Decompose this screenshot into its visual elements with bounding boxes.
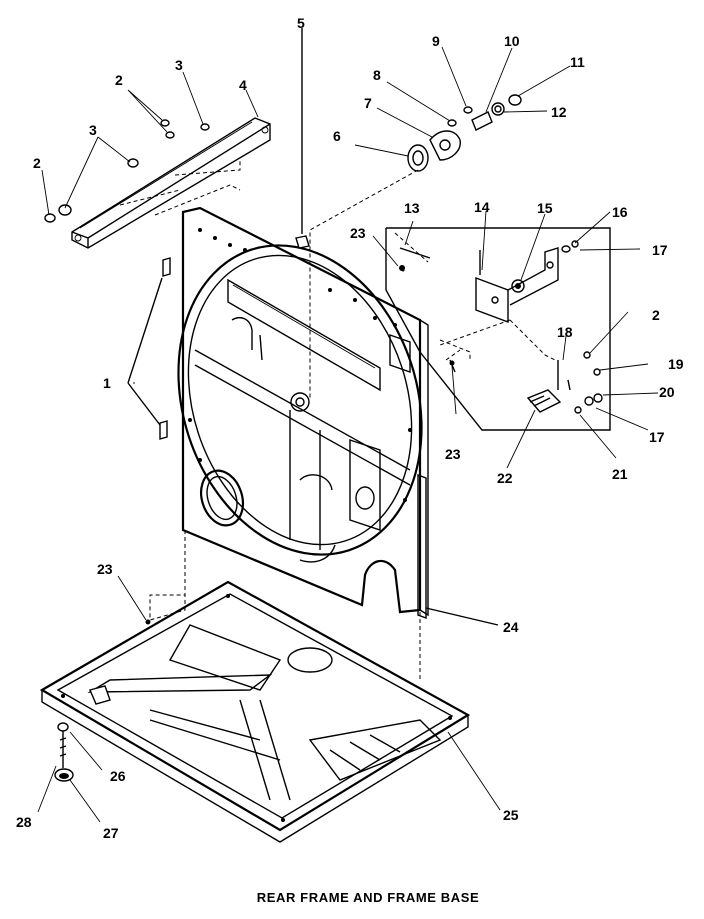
callout-23a: 23 [350, 225, 366, 241]
callout-3b: 3 [175, 57, 183, 73]
bracket-screws [44, 119, 210, 223]
callout-13: 13 [404, 200, 420, 216]
leader-lines [41, 71, 259, 384]
block-part-5 [295, 28, 310, 249]
terminal-assembly [372, 210, 659, 469]
callout-17a: 17 [652, 242, 668, 258]
callout-22: 22 [497, 470, 513, 486]
callout-27: 27 [103, 825, 119, 841]
leveling-leg [37, 722, 103, 823]
callout-23b: 23 [445, 446, 461, 462]
callout-2a: 2 [115, 72, 123, 88]
callout-14: 14 [474, 199, 490, 215]
clips-part-1 [127, 257, 171, 440]
callout-1: 1 [103, 375, 111, 391]
callout-2b: 2 [33, 155, 41, 171]
projection-lines [117, 530, 421, 680]
callout-3a: 3 [89, 122, 97, 138]
callout-8: 8 [373, 67, 381, 83]
callout-15: 15 [537, 200, 553, 216]
callout-2c: 2 [652, 307, 660, 323]
rear-frame-panel [177, 206, 429, 617]
callout-24: 24 [503, 619, 519, 635]
callout-19: 19 [668, 356, 684, 372]
callout-labels: 1 2 2 2 3 3 4 5 6 7 8 9 10 11 12 13 14 1… [16, 15, 684, 841]
callout-26: 26 [110, 768, 126, 784]
callout-7: 7 [364, 95, 372, 111]
callout-10: 10 [504, 33, 520, 49]
diagram-caption: REAR FRAME AND FRAME BASE [257, 890, 480, 905]
callout-4: 4 [239, 77, 247, 93]
callout-16: 16 [612, 204, 628, 220]
top-bracket-part-4 [71, 117, 271, 249]
callout-21: 21 [612, 466, 628, 482]
side-strip-part-24 [417, 473, 499, 626]
callout-6: 6 [333, 128, 341, 144]
callout-17b: 17 [649, 429, 665, 445]
callout-11: 11 [570, 54, 585, 70]
frame-base-part-25 [39, 580, 501, 843]
callout-23c: 23 [97, 561, 113, 577]
callout-12: 12 [551, 104, 567, 120]
callout-5: 5 [297, 15, 305, 31]
callout-20: 20 [659, 384, 675, 400]
callout-28: 28 [16, 814, 32, 830]
callout-18: 18 [557, 324, 573, 340]
callout-9: 9 [432, 33, 440, 49]
callout-25: 25 [503, 807, 519, 823]
bearing-assembly [309, 46, 571, 400]
